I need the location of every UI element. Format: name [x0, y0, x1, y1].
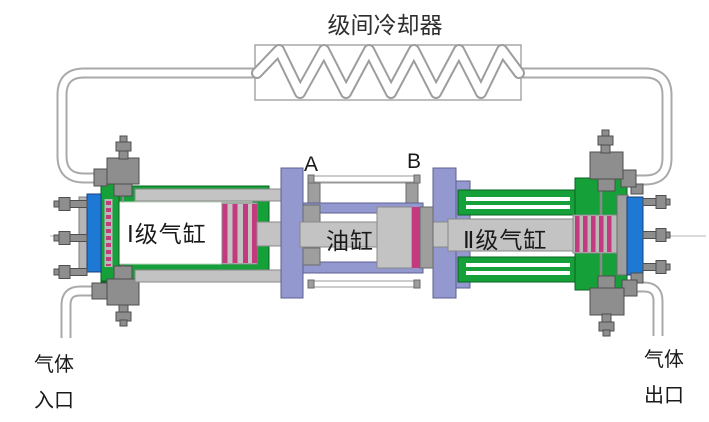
piston-ring — [222, 204, 228, 263]
stage2-head-spacer — [616, 194, 629, 276]
stage1-end-plate — [86, 193, 102, 273]
piston-ring — [232, 204, 238, 263]
valve-body — [589, 287, 625, 316]
gas-inlet-label-line1: 气体 — [34, 354, 74, 376]
cooler-label: 级间冷却器 — [327, 12, 443, 38]
valve-body — [106, 157, 140, 185]
gas-outlet-pipe — [629, 281, 664, 338]
piston-ring — [243, 204, 248, 263]
stage2-piston-rod — [447, 218, 579, 252]
gas-outlet-label-line1: 气体 — [644, 349, 684, 371]
stage2-cylinder — [447, 129, 671, 337]
stage1-cylinder-label: Ⅰ级气缸 — [127, 221, 207, 247]
valve-bolt-head — [115, 141, 132, 152]
stage2-piston — [572, 214, 618, 254]
pipe-cooler-to-stage2 — [520, 67, 673, 186]
valve-bolt-tip — [119, 135, 128, 143]
gas-inlet-label: 气体 入口 — [34, 347, 74, 419]
stage2-end-bolts — [642, 195, 671, 274]
valve-neck — [597, 275, 616, 290]
tie-rod-nut — [413, 174, 421, 184]
valve-pipe-fitting — [91, 282, 108, 300]
stage2-cylinder-label: Ⅱ级气缸 — [463, 227, 548, 253]
stage2-top-rail — [457, 189, 579, 216]
port-a-label: A — [304, 153, 319, 176]
oil-top-tube — [307, 182, 419, 204]
oil-piston-seal — [412, 207, 420, 268]
gas-outlet-label-line2: 出口 — [644, 385, 684, 407]
stage1-piston — [221, 202, 258, 265]
oil-top-tie-rod — [311, 175, 417, 183]
piston-ring — [252, 204, 257, 263]
valve-bolt-tip — [602, 329, 611, 337]
oil-bottom-tie-rod — [311, 280, 417, 288]
valve-bolt-stem — [118, 150, 129, 160]
valve-body — [589, 151, 624, 180]
valve-neck — [113, 265, 133, 281]
tie-rod-nut — [413, 279, 421, 289]
stage2-discharge-valve — [589, 275, 638, 337]
gas-inlet-pipe — [60, 285, 104, 340]
oil-gland-upper — [302, 204, 321, 223]
gas-inlet-label-line2: 入口 — [34, 390, 74, 412]
stage1-top-tie-rod — [134, 188, 304, 202]
oil-cylinder — [280, 167, 471, 299]
oil-piston-follower — [419, 206, 434, 269]
valve-bolt-tip — [119, 319, 128, 327]
stage1-discharge-valve — [93, 135, 140, 197]
stage1-end-bolts — [53, 197, 88, 279]
oil-piston — [376, 206, 434, 269]
oil-piston-body — [376, 206, 413, 269]
oil-cylinder-label: 油缸 — [326, 228, 374, 254]
stage1-piston-body — [221, 202, 258, 265]
oil-gland-lower — [302, 247, 321, 266]
stage1-cylinder — [53, 135, 306, 327]
stage2-suction-valve — [589, 129, 637, 192]
port-b-label: B — [407, 150, 422, 173]
gas-outlet-label: 气体 出口 — [644, 342, 684, 414]
valve-bolt-tip — [601, 129, 610, 137]
plate-corner-nut — [630, 183, 644, 195]
pipe-stage1-to-cooler — [56, 67, 256, 184]
tie-rod-nut — [307, 279, 315, 289]
stage2-end-plate — [626, 196, 644, 276]
stage1-bottom-tie-rod — [134, 269, 304, 283]
stage1-suction-valve — [91, 265, 140, 327]
valve-neck — [597, 178, 616, 192]
valve-pipe-fitting — [93, 168, 108, 187]
stage2-bottom-rail — [457, 256, 579, 283]
interstage-cooler — [251, 44, 525, 101]
cooler-coil — [251, 44, 525, 99]
valve-bolt-head — [597, 135, 614, 146]
port-a-fitting — [307, 182, 321, 204]
port-b-fitting — [405, 182, 419, 204]
valve-body — [106, 278, 140, 306]
